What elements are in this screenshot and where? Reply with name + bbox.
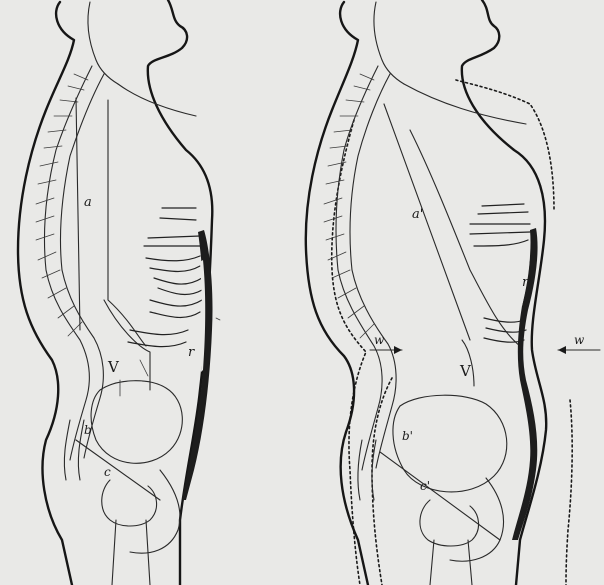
left-ribs xyxy=(128,208,202,347)
left-label-b: b xyxy=(84,423,92,437)
left-ribcage-outline xyxy=(108,84,196,346)
right-dotted-back-2 xyxy=(372,378,392,585)
right-pubis xyxy=(450,478,504,561)
right-dotted-front-low xyxy=(566,400,572,585)
right-inner-neck xyxy=(374,2,404,84)
right-arrow-w-right xyxy=(558,346,600,354)
right-label-a: a' xyxy=(412,207,423,222)
left-panel: a V r b c xyxy=(18,0,220,585)
left-spine-front xyxy=(44,66,92,460)
left-inner-neck xyxy=(88,2,118,84)
right-label-c: c' xyxy=(420,479,430,493)
right-spine-front xyxy=(336,66,382,470)
right-spine-back xyxy=(350,74,396,468)
right-face-outline xyxy=(462,0,546,585)
right-label-V: V xyxy=(459,362,472,380)
left-spine-back xyxy=(60,74,104,458)
right-label-r: r' xyxy=(522,275,532,290)
right-femur xyxy=(420,500,479,585)
right-label-b: b' xyxy=(402,429,413,443)
right-panel: a' V r' b' c' w w xyxy=(306,0,600,585)
left-line-bc xyxy=(76,440,160,500)
left-label-c: c xyxy=(104,465,111,479)
left-label-r: r xyxy=(188,345,195,360)
right-label-w-right: w xyxy=(574,333,585,347)
left-sacrum xyxy=(64,420,84,480)
right-label-w-left: w xyxy=(374,333,385,347)
left-label-a: a xyxy=(84,195,92,210)
left-back-outline xyxy=(18,2,74,585)
left-label-V: V xyxy=(107,358,120,376)
right-line-bc xyxy=(380,452,500,540)
left-femur xyxy=(102,480,157,585)
right-line-a xyxy=(384,104,470,340)
left-pelvis xyxy=(91,381,182,464)
right-pelvis xyxy=(393,395,507,492)
